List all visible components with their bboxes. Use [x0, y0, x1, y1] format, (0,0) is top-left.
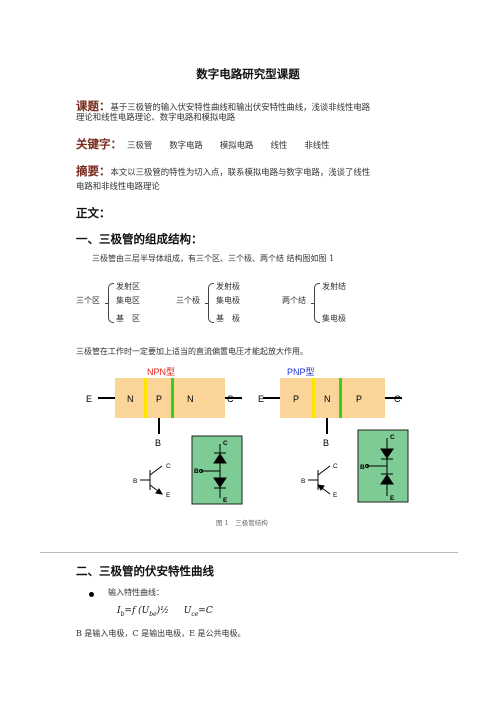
keyword-item: 数字电路 [169, 140, 203, 150]
keyword-item: 线性 [270, 140, 288, 150]
npn-yellow-bar [144, 378, 147, 418]
section2-bullet-text: 输入特性曲线： [108, 588, 164, 597]
divider [40, 552, 458, 553]
pnp-symbol-b: B [301, 478, 305, 485]
formula-sub: b [120, 610, 125, 618]
abstract-text: 本文以三极管的特性为切入点，联系模拟电路与数字电路，浅谈了线性 [110, 167, 371, 177]
group-item: 基 极 [216, 314, 240, 323]
group-item: 集电极 [216, 296, 240, 305]
keyword-item: 三极管 [127, 140, 153, 150]
npn-block [115, 378, 225, 418]
pnp-symbol-c: C [333, 463, 338, 470]
npn-green-bar [171, 378, 174, 418]
npn-symbol-e: E [166, 492, 171, 499]
pnp-green-bar [339, 378, 342, 418]
figure-caption: 图 1 三极管结构 [216, 519, 268, 527]
bullet-dot [89, 592, 94, 597]
group-name: 两个结 [282, 296, 306, 305]
npn-box-c: C [223, 440, 228, 447]
pnp-symbol-e: E [333, 492, 338, 499]
pnp-b-node [365, 464, 369, 468]
section1-intro: 三极管由三层半导体组成，有三个区、三个极、两个结 结构图如图 1 [92, 254, 335, 263]
brace [311, 283, 320, 323]
topic-label: 课题： [76, 99, 111, 113]
pnp-box-e: E [390, 495, 395, 502]
brace [105, 283, 114, 323]
npn-layer: N [127, 394, 134, 404]
pnp-yellow-bar [312, 378, 315, 418]
pnp-diode-pair [367, 438, 394, 496]
pnp-right-label: C [394, 394, 401, 404]
group-item: 基 区 [116, 314, 140, 323]
group-name: 三个区 [76, 296, 100, 305]
section1-heading: 一、三极管的组成结构： [76, 232, 203, 246]
topic-text: 基于三极管的输入伏安特性曲线和输出伏安特性曲线，浅谈非线性电路 [110, 102, 371, 112]
pnp-block [280, 378, 385, 418]
npn-bottom-label: B [155, 438, 161, 448]
npn-symbol-c: C [166, 463, 171, 470]
pnp-left-label: E [258, 394, 264, 404]
npn-box-e: E [223, 497, 228, 504]
npn-right-label: C [227, 394, 234, 404]
group-item: 集电极 [322, 314, 346, 323]
formula-sub: ce [191, 610, 199, 618]
pnp-bottom-label: B [323, 438, 329, 448]
abstract-label: 摘要： [76, 164, 111, 178]
pnp-layer: N [324, 394, 331, 404]
group-item: 发射结 [322, 282, 346, 291]
formula-sub: be [149, 610, 157, 618]
formula: Ib=f (Ube)½ Uce=C [117, 606, 213, 618]
npn-b-node [199, 469, 203, 473]
abstract-line-2: 电路和非线性电路理论 [76, 181, 160, 191]
npn-transistor-symbol [140, 465, 163, 495]
group-name: 三个极 [176, 296, 200, 305]
keywords-line: 关键字： 三极管 数字电路 模拟电路 线性 非线性 [76, 133, 329, 152]
npn-title: NPN型 [147, 367, 175, 377]
group-item: 发射极 [216, 282, 240, 291]
transistor-structure-figure: NPN型 E C B N P N C B E C B E PNP型 E C B … [86, 367, 409, 505]
npn-layer: N [187, 394, 194, 404]
formula-part: I [117, 606, 121, 616]
section2-note: B 是输入电极，C 是输出电极，E 是公共电极。 [76, 629, 246, 638]
section2-heading: 二、三极管的伏安特性曲线 [76, 564, 214, 578]
pnp-layer: P [293, 394, 299, 404]
formula-part: )½ [156, 606, 169, 616]
section1-note: 三极管在工作时一定要加上适当的直流偏置电压才能起放大作用。 [76, 347, 308, 356]
group-item: 集电区 [116, 296, 140, 305]
npn-diode-pair [201, 444, 227, 498]
brace [205, 283, 214, 323]
body-label: 正文： [76, 206, 111, 220]
pnp-box-b: B [360, 464, 365, 471]
topic-line-2: 理论和线性电路理论、数字电路和模拟电路 [76, 112, 236, 122]
formula-part: =C [198, 606, 213, 616]
topic-line-1: 课题：基于三极管的输入伏安特性曲线和输出伏安特性曲线，浅谈非线性电路 [76, 95, 370, 114]
pnp-box-c: C [390, 434, 395, 441]
formula-part: U [183, 606, 192, 616]
npn-layer: P [156, 394, 162, 404]
keyword-item: 模拟电路 [219, 140, 254, 150]
npn-box-b: B [194, 468, 199, 475]
abstract-line-1: 摘要：本文以三极管的特性为切入点，联系模拟电路与数字电路，浅谈了线性 [76, 160, 370, 179]
pnp-title: PNP型 [287, 367, 315, 377]
keywords-label: 关键字： [76, 137, 122, 151]
page-title: 数字电路研究型课题 [196, 67, 300, 81]
pnp-transistor-symbol [308, 465, 331, 495]
group-item: 发射区 [116, 282, 140, 291]
pnp-layer: P [356, 394, 362, 404]
npn-symbol-b: B [133, 478, 137, 485]
npn-left-label: E [86, 394, 92, 404]
keyword-item: 非线性 [304, 140, 330, 150]
formula-part: =f (U [124, 606, 150, 616]
